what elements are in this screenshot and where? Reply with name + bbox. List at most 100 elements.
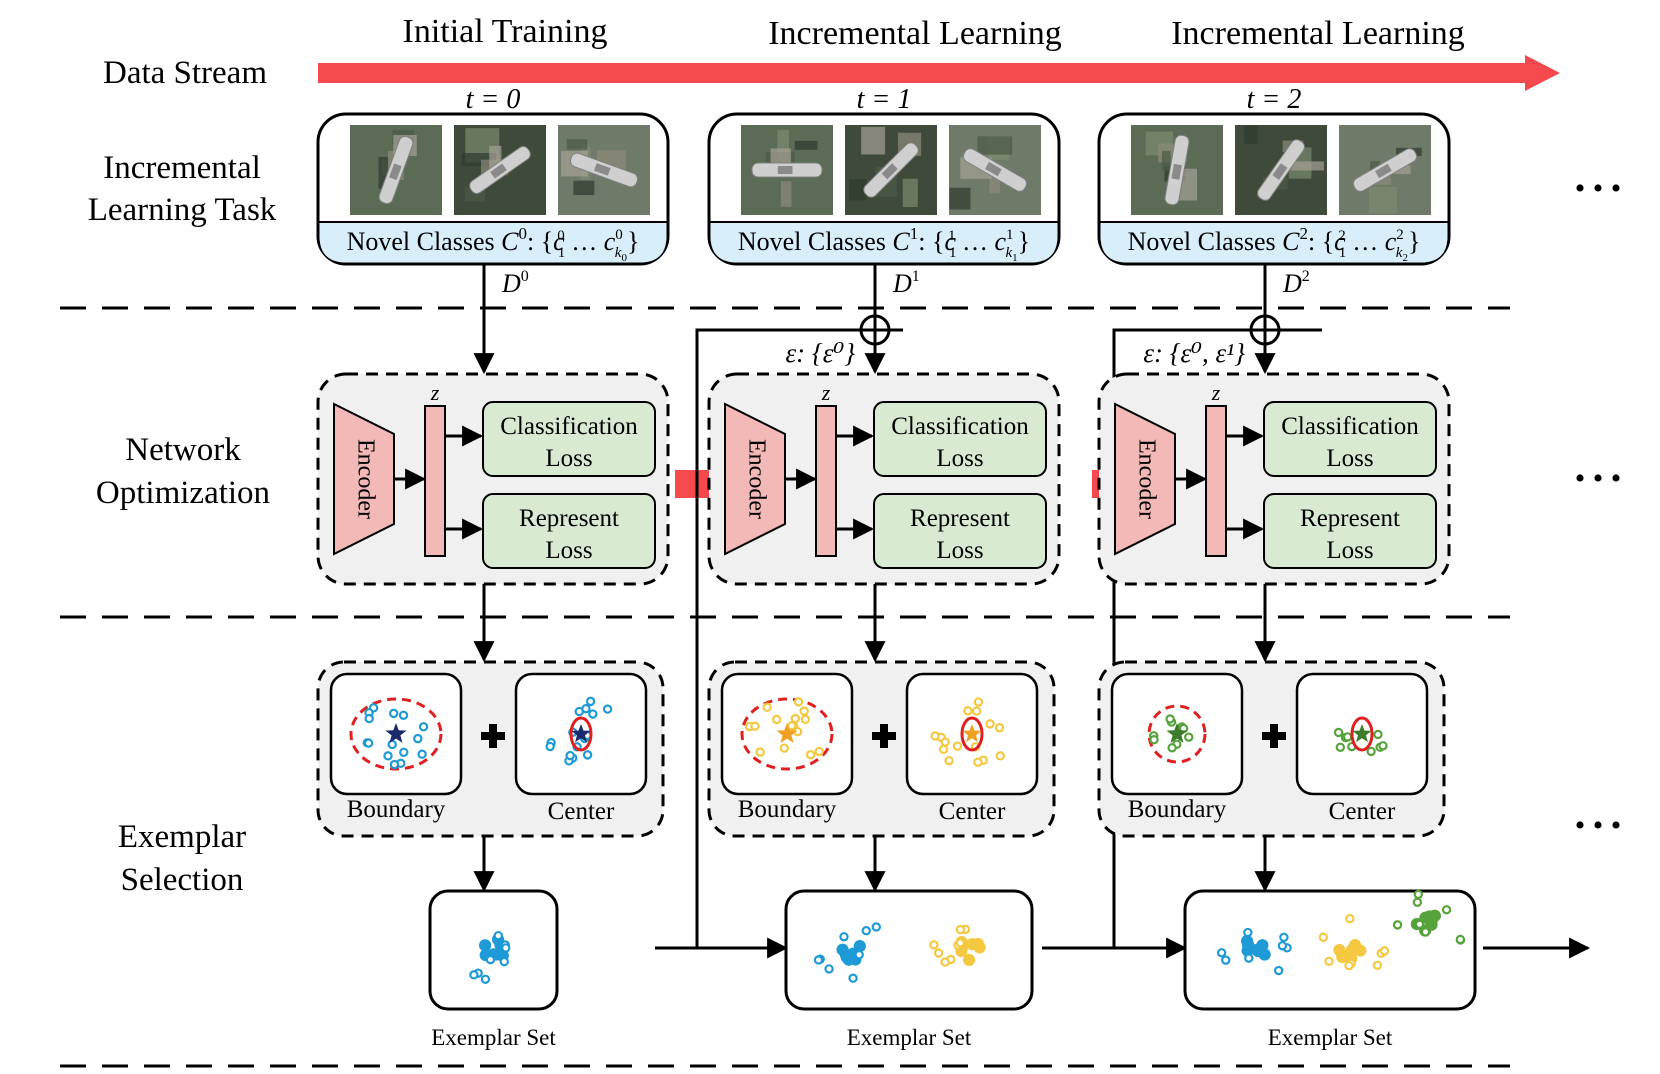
sample-point [995, 751, 1006, 761]
encoder-block [1114, 402, 1176, 556]
exemplar-set-label: Exemplar Set [431, 1025, 556, 1050]
row-label-ex-2: Selection [121, 862, 244, 898]
sample-point [793, 697, 804, 707]
row-label-task-2: Learning Task [88, 192, 277, 228]
exemplar-outer-point [871, 922, 881, 932]
exemplar-set-label: Exemplar Set [847, 1025, 972, 1050]
time-label: t = 2 [1247, 84, 1302, 115]
z-feature-block [815, 405, 837, 557]
ellipsis-selection: • • • [1575, 809, 1622, 842]
exemplar-set-box [784, 889, 1034, 1011]
prototype-star [776, 723, 798, 743]
sample-point [389, 708, 399, 719]
sample-point [383, 751, 393, 761]
satellite-image-patch [378, 156, 389, 189]
exemplar-outer-point [861, 926, 871, 936]
center-ellipse [960, 716, 984, 752]
exemplar-outer-point [1279, 932, 1289, 943]
center-star [1352, 724, 1372, 743]
exemplar-memory-label: ε: {ε⁰} [786, 338, 856, 368]
exemplar-outer-point [1243, 927, 1253, 938]
center-label: Center [939, 798, 1006, 825]
exemplar-outer-point [1324, 956, 1334, 966]
center-label: Center [548, 798, 615, 825]
exemplar-outer-point [929, 940, 939, 950]
sample-point [1378, 741, 1388, 751]
z-feature-block [1205, 405, 1227, 557]
z-feature-block [424, 405, 446, 557]
boundary-label: Boundary [1128, 796, 1227, 823]
satellite-image-patch [1244, 125, 1258, 144]
exemplar-core-point [491, 948, 504, 961]
exemplar-outer-point [501, 943, 511, 953]
exemplar-outer-point [1345, 913, 1355, 924]
time-label: t = 1 [857, 84, 912, 115]
exemplar-outer-point [854, 950, 864, 960]
satellite-image-patch [1291, 161, 1324, 171]
sample-point [1333, 727, 1344, 738]
satellite-image [1235, 125, 1327, 215]
satellite-image-deck [1171, 163, 1182, 180]
stage-title-0: Initial Training [403, 13, 608, 50]
satellite-image-patch [566, 139, 588, 150]
exemplar-feed-1 [695, 328, 903, 948]
satellite-image-deck [490, 163, 507, 179]
represent-loss-label-1: Represent [1300, 505, 1400, 532]
represent-loss-label-2: Loss [1326, 537, 1373, 564]
plus-v [489, 724, 497, 748]
row-label-data-stream: Data Stream [103, 55, 267, 91]
sample-point [1335, 742, 1346, 752]
exemplar-core-point [1348, 938, 1362, 952]
satellite-image-deck [389, 163, 402, 181]
stage-title-1: Incremental Learning [768, 15, 1062, 52]
sample-point [545, 741, 555, 752]
exemplar-outer-point [1413, 889, 1424, 900]
exemplar-outer-point [1221, 955, 1231, 965]
exemplar-core-point [1425, 918, 1438, 931]
exemplar-outer-point [1318, 932, 1329, 942]
encoder-block [724, 402, 786, 556]
sample-point [364, 713, 374, 724]
exemplar-memory-label: ε: {ε⁰, ε¹} [1143, 338, 1245, 368]
sample-point [574, 706, 584, 717]
center-ellipse [569, 716, 593, 752]
sample-point [799, 706, 809, 716]
satellite-image-deck [1375, 163, 1392, 179]
satellite-image-ship [863, 142, 919, 198]
exemplar-outer-point [1372, 960, 1383, 970]
satellite-image-ship [378, 135, 414, 205]
exemplar-set-frame [784, 889, 1034, 1011]
sample-point [779, 743, 790, 753]
exemplar-outer-point [480, 974, 491, 984]
exemplar-outer-point [493, 930, 504, 941]
classification-loss-box [482, 401, 656, 477]
exemplar-core-point [962, 953, 976, 967]
center-label: Center [1329, 798, 1396, 825]
sample-point [985, 719, 995, 729]
satellite-image-deck [985, 161, 1002, 177]
satellite-image-patch [573, 180, 595, 196]
boundary-ellipse [1147, 704, 1207, 764]
represent-loss-box [1263, 493, 1437, 569]
row-label-net-1: Network [125, 432, 241, 468]
exemplar-outer-point [1392, 920, 1403, 930]
satellite-image [949, 125, 1041, 215]
sample-point [750, 721, 760, 731]
encoder-label: Encoder [743, 439, 769, 519]
exemplar-outer-point [1379, 946, 1390, 956]
exemplar-outer-point [933, 948, 944, 958]
satellite-image [1339, 125, 1431, 215]
z-label: z [430, 380, 440, 405]
data-stream-arrow-head [1525, 55, 1560, 91]
exemplar-outer-point [485, 954, 496, 965]
center-star [571, 724, 591, 743]
exemplar-outer-point [839, 932, 849, 942]
classification-loss-label-2: Loss [1326, 445, 1373, 472]
satellite-image-ship [751, 162, 823, 178]
satellite-image [558, 125, 650, 215]
